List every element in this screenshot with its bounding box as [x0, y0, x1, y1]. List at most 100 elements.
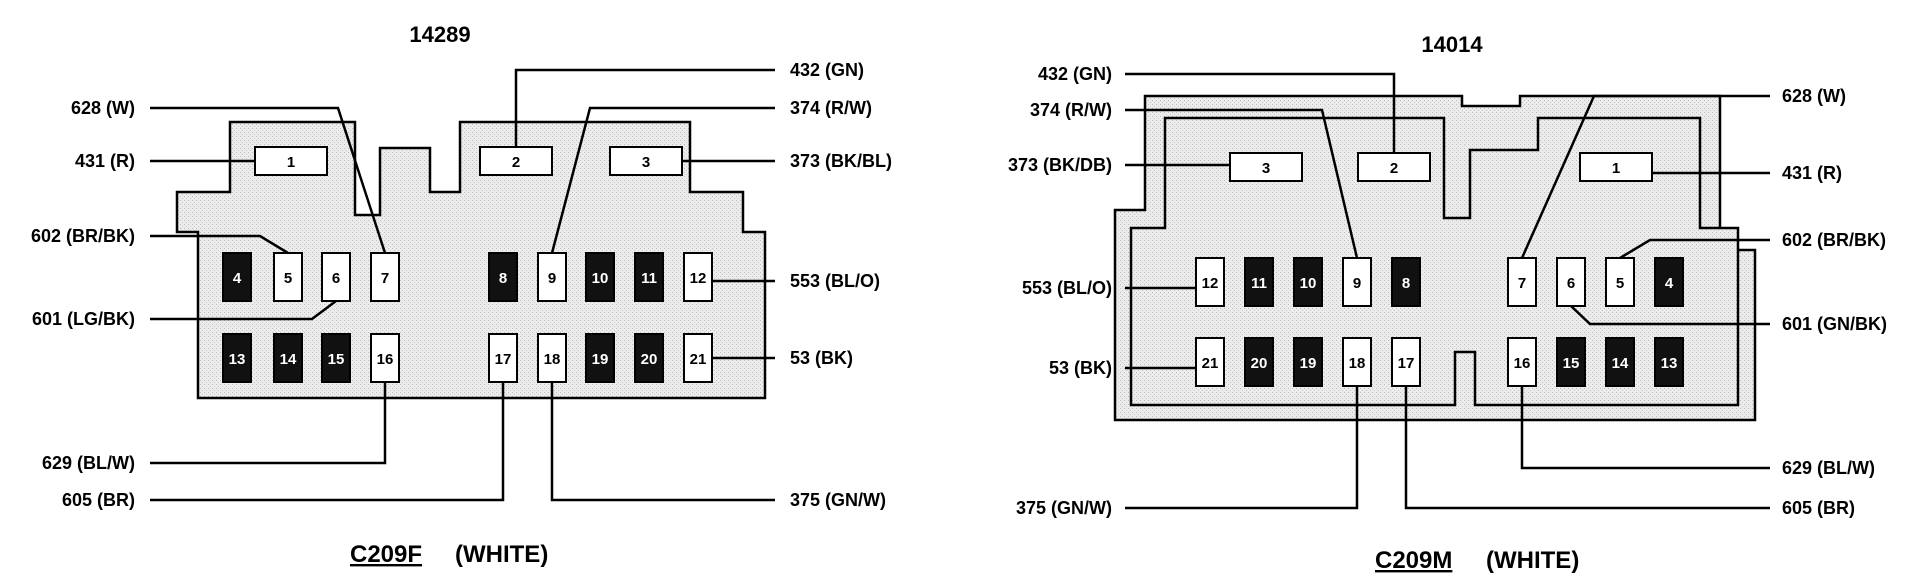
- svg-text:19: 19: [1300, 355, 1317, 372]
- pin-11: 11: [634, 252, 664, 302]
- pin-6: 6: [321, 252, 351, 302]
- svg-text:13: 13: [1661, 355, 1678, 372]
- pin-19: 19: [1293, 337, 1323, 387]
- pin-10: 10: [585, 252, 615, 302]
- wire-label-373: 373 (BK/DB): [1008, 155, 1112, 175]
- wire-label-432: 432 (GN): [790, 60, 864, 80]
- svg-text:5: 5: [284, 270, 292, 287]
- svg-text:3: 3: [1262, 160, 1270, 177]
- svg-text:7: 7: [1518, 275, 1526, 292]
- pin-9: 9: [537, 252, 567, 302]
- left-leader-lines: [150, 68, 775, 502]
- wire-label-628: 628 (W): [71, 98, 135, 118]
- wire-label-601: 601 (LG/BK): [32, 309, 135, 329]
- svg-text:6: 6: [332, 270, 340, 287]
- pin-13: 13: [222, 333, 252, 383]
- pin-20: 20: [1244, 337, 1274, 387]
- pin-18: 18: [537, 333, 567, 383]
- svg-text:14: 14: [1612, 355, 1629, 372]
- right-part-number: 14014: [1421, 32, 1483, 57]
- svg-text:4: 4: [233, 270, 242, 287]
- svg-text:11: 11: [641, 270, 657, 287]
- svg-text:14: 14: [280, 351, 297, 368]
- svg-text:15: 15: [328, 351, 345, 368]
- svg-text:21: 21: [690, 351, 707, 368]
- svg-text:10: 10: [1300, 275, 1317, 292]
- wire-label-629: 629 (BL/W): [1782, 458, 1875, 478]
- pin-13: 13: [1654, 337, 1684, 387]
- svg-text:8: 8: [499, 270, 507, 287]
- wire-label-53: 53 (BK): [1049, 358, 1112, 378]
- wire-label-553: 553 (BL/O): [790, 271, 880, 291]
- left-connector-body: [175, 120, 767, 400]
- wire-label-374: 374 (R/W): [1030, 100, 1112, 120]
- svg-text:18: 18: [1349, 355, 1366, 372]
- wire-label-602: 602 (BR/BK): [31, 226, 135, 246]
- pin-12: 12: [683, 252, 713, 302]
- pin-2: 2: [479, 146, 553, 176]
- right-leader-lines: [1125, 72, 1770, 510]
- wire-label-431: 431 (R): [75, 151, 135, 171]
- right-caption: C209M (WHITE): [1375, 547, 1579, 574]
- pin-11: 11: [1244, 257, 1274, 307]
- wire-label-601: 601 (GN/BK): [1782, 314, 1887, 334]
- wire-label-629: 629 (BL/W): [42, 453, 135, 473]
- left-connector: 14289 1 2 3 4 5 6 7 8 9 10 11 12 13 14 1…: [31, 22, 892, 568]
- left-part-number: 14289: [409, 22, 470, 47]
- svg-text:12: 12: [1202, 275, 1219, 292]
- pin-10: 10: [1293, 257, 1323, 307]
- svg-text:1: 1: [1612, 160, 1620, 177]
- right-connector-color: (WHITE): [1486, 547, 1579, 574]
- svg-text:4: 4: [1665, 275, 1674, 292]
- pin-16: 16: [370, 333, 400, 383]
- pin-17: 17: [488, 333, 518, 383]
- left-pin-group: 1 2 3 4 5 6 7 8 9 10 11 12 13 14 15 16 1…: [222, 146, 713, 383]
- wire-label-53: 53 (BK): [790, 348, 853, 368]
- svg-text:2: 2: [512, 154, 520, 171]
- pin-15: 15: [321, 333, 351, 383]
- svg-text:18: 18: [544, 351, 561, 368]
- wire-label-432: 432 (GN): [1038, 64, 1112, 84]
- pin-7: 7: [370, 252, 400, 302]
- pin-8: 8: [1391, 257, 1421, 307]
- right-wire-labels: 432 (GN) 374 (R/W) 373 (BK/DB) 553 (BL/O…: [1008, 64, 1887, 518]
- right-connector-body: [1129, 116, 1740, 407]
- pin-17: 17: [1391, 337, 1421, 387]
- pin-15: 15: [1556, 337, 1586, 387]
- right-connector: 14014 3 2 1 12 11 10 9 8 7 6 5 4 21 20 1…: [1008, 32, 1887, 574]
- pin-19: 19: [585, 333, 615, 383]
- pin-3: 3: [1229, 152, 1303, 182]
- wire-label-374: 374 (R/W): [790, 98, 872, 118]
- wire-label-605: 605 (BR): [1782, 498, 1855, 518]
- wire-label-602: 602 (BR/BK): [1782, 230, 1886, 250]
- wire-label-375: 375 (GN/W): [790, 490, 886, 510]
- svg-text:17: 17: [495, 351, 512, 368]
- svg-text:9: 9: [1353, 275, 1361, 292]
- wire-label-605: 605 (BR): [62, 490, 135, 510]
- pin-3: 3: [609, 146, 683, 176]
- pin-21: 21: [683, 333, 713, 383]
- right-pin-group: 3 2 1 12 11 10 9 8 7 6 5 4 21 20 19 18 1…: [1195, 152, 1684, 387]
- left-connector-id: C209F: [350, 541, 422, 568]
- pin-9: 9: [1342, 257, 1372, 307]
- svg-text:7: 7: [381, 270, 389, 287]
- svg-text:13: 13: [229, 351, 246, 368]
- wire-label-373: 373 (BK/BL): [790, 151, 892, 171]
- svg-text:2: 2: [1390, 160, 1398, 177]
- pin-14: 14: [273, 333, 303, 383]
- pin-18: 18: [1342, 337, 1372, 387]
- svg-text:20: 20: [1251, 355, 1268, 372]
- pin-12: 12: [1195, 257, 1225, 307]
- pin-1: 1: [1579, 152, 1653, 182]
- wire-label-431: 431 (R): [1782, 163, 1842, 183]
- wire-label-375: 375 (GN/W): [1016, 498, 1112, 518]
- svg-text:11: 11: [1251, 275, 1267, 292]
- pin-4: 4: [222, 252, 252, 302]
- pin-16: 16: [1507, 337, 1537, 387]
- wire-label-553: 553 (BL/O): [1022, 278, 1112, 298]
- pin-2: 2: [1357, 152, 1431, 182]
- pin-7: 7: [1507, 257, 1537, 307]
- left-connector-color: (WHITE): [455, 541, 548, 568]
- svg-text:3: 3: [642, 154, 650, 171]
